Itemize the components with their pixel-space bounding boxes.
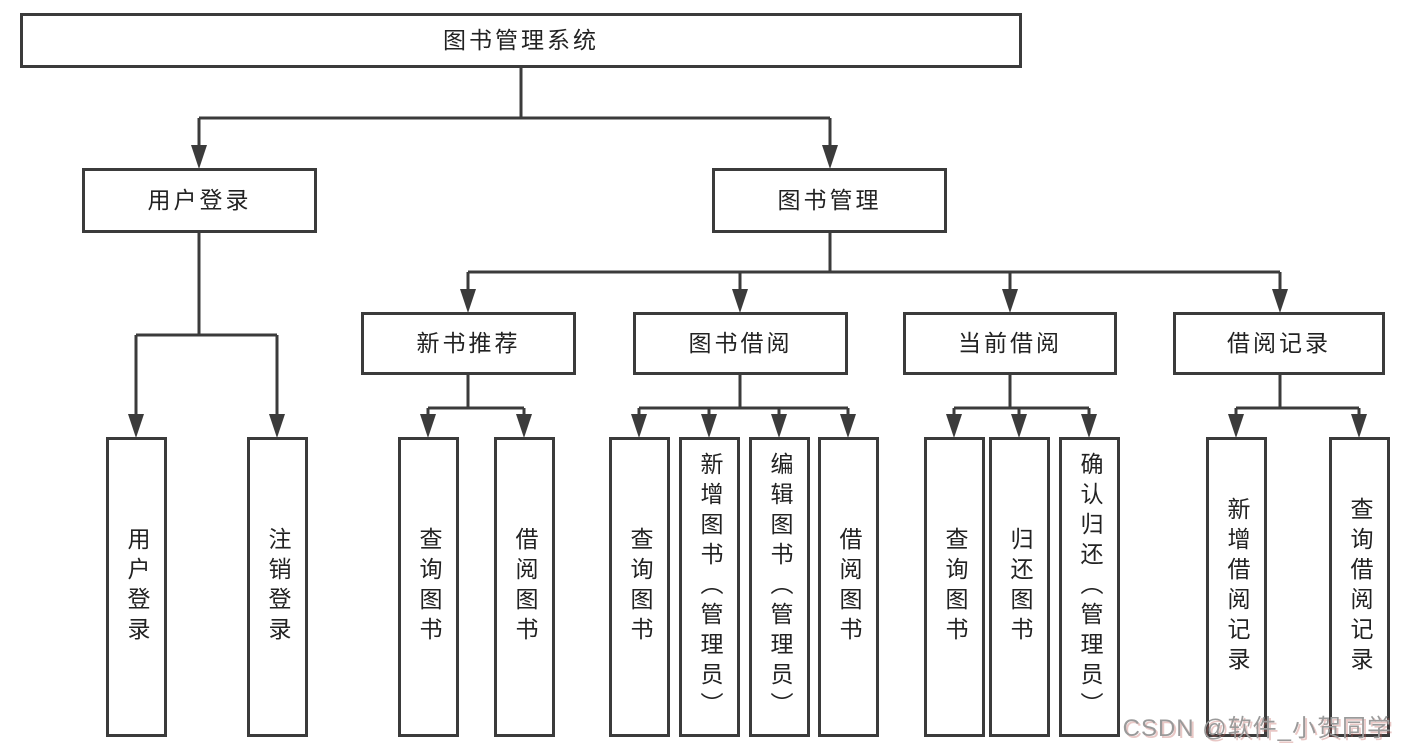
arrowheads xyxy=(128,145,1367,438)
leaf-query-book-current-label: 查询图书 xyxy=(942,527,968,647)
node-book-borrowing-label: 图书借阅 xyxy=(688,330,793,356)
leaf-edit-book-admin-label: 编辑图书（管理员） xyxy=(767,452,793,722)
node-new-book-recommend-label: 新书推荐 xyxy=(416,330,521,356)
leaf-query-borrow-record-label: 查询借阅记录 xyxy=(1347,497,1373,677)
leaf-confirm-return-admin-label: 确认归还（管理员） xyxy=(1077,452,1103,722)
leaf-borrow-book-recommend-label: 借阅图书 xyxy=(512,527,538,647)
arrow-down-icon xyxy=(1228,414,1244,438)
node-root-label: 图书管理系统 xyxy=(443,27,599,53)
leaf-add-borrow-record-label: 新增借阅记录 xyxy=(1224,497,1250,677)
connector-current-to-leaves xyxy=(952,374,1091,418)
leaf-logout-label: 注销登录 xyxy=(265,527,291,647)
leaf-borrow-book-label: 借阅图书 xyxy=(836,527,862,647)
node-current-borrowing: 当前借阅 xyxy=(903,312,1117,375)
leaf-borrow-book: 借阅图书 xyxy=(818,437,879,737)
node-root: 图书管理系统 xyxy=(20,13,1022,68)
connector-root-to-level2 xyxy=(197,66,832,149)
arrow-down-icon xyxy=(191,145,207,169)
node-current-borrowing-label: 当前借阅 xyxy=(958,330,1062,356)
connector-userlogin-to-leaves xyxy=(134,232,279,418)
arrow-down-icon xyxy=(420,414,436,438)
leaf-query-book-borrowing: 查询图书 xyxy=(609,437,670,737)
leaf-query-borrow-record: 查询借阅记录 xyxy=(1329,437,1390,737)
connector-records-to-leaves xyxy=(1234,374,1361,418)
arrow-down-icon xyxy=(1011,414,1027,438)
leaf-add-borrow-record: 新增借阅记录 xyxy=(1206,437,1267,737)
arrow-down-icon xyxy=(128,414,144,438)
leaf-confirm-return-admin: 确认归还（管理员） xyxy=(1059,437,1120,737)
arrow-down-icon xyxy=(771,414,787,438)
leaf-query-book-recommend-label: 查询图书 xyxy=(416,527,442,647)
arrow-down-icon xyxy=(946,414,962,438)
node-book-management: 图书管理 xyxy=(712,168,947,233)
node-new-book-recommend: 新书推荐 xyxy=(361,312,576,375)
leaf-borrow-book-recommend: 借阅图书 xyxy=(494,437,555,737)
arrow-down-icon xyxy=(732,289,748,313)
arrow-down-icon xyxy=(631,414,647,438)
leaf-add-book-admin: 新增图书（管理员） xyxy=(679,437,740,737)
arrow-down-icon xyxy=(1272,289,1288,313)
leaf-query-book-recommend: 查询图书 xyxy=(398,437,459,737)
leaf-query-book-borrowing-label: 查询图书 xyxy=(627,527,653,647)
arrow-down-icon xyxy=(460,289,476,313)
arrow-down-icon xyxy=(1081,414,1097,438)
node-borrow-records: 借阅记录 xyxy=(1173,312,1385,375)
arrow-down-icon xyxy=(840,414,856,438)
leaf-user-login: 用户登录 xyxy=(106,437,167,737)
leaf-user-login-label: 用户登录 xyxy=(124,527,150,647)
node-borrow-records-label: 借阅记录 xyxy=(1227,330,1331,356)
arrow-down-icon xyxy=(822,145,838,169)
arrow-down-icon xyxy=(269,414,285,438)
arrow-down-icon xyxy=(1351,414,1367,438)
arrow-down-icon xyxy=(516,414,532,438)
arrow-down-icon xyxy=(1002,289,1018,313)
node-book-management-label: 图书管理 xyxy=(777,187,882,213)
leaf-query-book-current: 查询图书 xyxy=(924,437,985,737)
node-book-borrowing: 图书借阅 xyxy=(633,312,848,375)
leaf-add-book-admin-label: 新增图书（管理员） xyxy=(697,452,723,722)
leaf-return-book: 归还图书 xyxy=(989,437,1050,737)
connector-newbook-to-leaves xyxy=(426,374,526,418)
leaf-return-book-label: 归还图书 xyxy=(1007,527,1033,647)
arrow-down-icon xyxy=(701,414,717,438)
connector-bookmgmt-to-level3 xyxy=(466,231,1282,293)
node-user-login-label: 用户登录 xyxy=(147,187,252,213)
node-user-login: 用户登录 xyxy=(82,168,317,233)
watermark: CSDN @软件_小贺同学 xyxy=(1122,715,1392,742)
connector-borrow-to-leaves xyxy=(637,374,850,418)
leaf-edit-book-admin: 编辑图书（管理员） xyxy=(749,437,810,737)
leaf-logout: 注销登录 xyxy=(247,437,308,737)
